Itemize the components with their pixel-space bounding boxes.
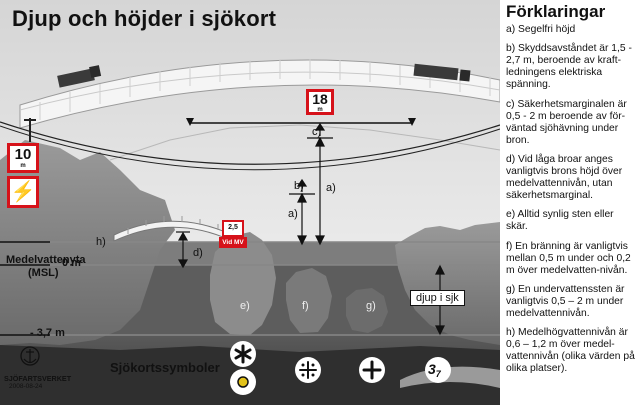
- rock-f: [286, 268, 332, 333]
- sjofartsverket-logo: [20, 346, 40, 366]
- symbol-plus: [359, 357, 385, 383]
- far-horizon: [109, 124, 501, 161]
- legend-item-h: h) Medelhögvattennivån är 0,6 – 1,2 m öv…: [506, 327, 635, 375]
- power-cable: [0, 121, 501, 165]
- marker-e: e): [240, 300, 250, 312]
- legend-panel: [500, 0, 640, 405]
- org-name: SJÖFARTSVERKET: [4, 374, 72, 383]
- label-mean-water: Medelvattenyta: [6, 254, 86, 266]
- marker-c: c): [312, 126, 322, 138]
- depth-figure-symbol: 37: [428, 361, 441, 379]
- truck-right: [413, 63, 471, 82]
- symbol-asterisk: [230, 341, 256, 367]
- symbol-dotted-cross: [295, 357, 321, 383]
- marker-d: d): [193, 247, 203, 259]
- legend-item-g: g) En undervattenssten är vanligtvis 0,5…: [506, 283, 625, 319]
- marker-g: g): [366, 300, 376, 312]
- label-depth-value: - 3,7 m: [30, 327, 65, 339]
- cable-height-sign: 10 m: [7, 143, 39, 173]
- rock-g: [346, 288, 388, 333]
- label-h: h): [96, 236, 106, 248]
- right-landmass: [395, 222, 500, 345]
- marker-a-upper: a): [326, 182, 336, 194]
- legend: Förklaringar a) Segelfri höjd b) Skyddsa…: [504, 2, 636, 382]
- page-title: Djup och höjder i sjökort: [12, 6, 277, 31]
- measure-arrows: [176, 122, 445, 336]
- legend-item-d: d) Vid låga broar anges vanligtvis brons…: [506, 153, 623, 202]
- symbols-heading: Sjökortssymboler: [110, 360, 220, 375]
- truck-left: [57, 65, 102, 88]
- legend-item-a: a) Segelfri höjd: [506, 24, 576, 36]
- lightning-icon: ⚡: [10, 181, 36, 203]
- high-voltage-sign: ⚡: [7, 176, 39, 208]
- legend-item-e: e) Alltid synlig sten eller skär.: [506, 209, 614, 233]
- legend-heading: Förklaringar: [506, 2, 606, 21]
- rock-e: [210, 232, 276, 335]
- label-msl: (MSL): [28, 267, 59, 279]
- legend-item-b: b) Skyddsavståndet är 1,5 - 2,7 m, beroe…: [506, 43, 632, 91]
- issue-date: 2008-08-24: [9, 383, 43, 390]
- bridge-height-sign: 18 m: [306, 89, 334, 115]
- marker-a-lower: a): [288, 208, 298, 220]
- label-zero: 0 m: [62, 257, 81, 269]
- marker-f: f): [302, 300, 309, 312]
- depth-box: djup i sjk: [410, 290, 465, 306]
- low-bridge-note: Vid MV: [219, 237, 247, 248]
- symbol-breaker-dot: [230, 369, 256, 395]
- legend-item-f: f) En bränning är vanligtvis mellan 0,5 …: [506, 240, 631, 276]
- marker-b: b): [294, 180, 304, 192]
- bridge-railing: [39, 59, 491, 120]
- symbol-depth-figure: [425, 357, 451, 383]
- legend-item-c: c) Säkerhetsmarginalen är 0,5 - 2 m bero…: [506, 98, 627, 146]
- low-bridge-sign: 2,5: [222, 220, 244, 237]
